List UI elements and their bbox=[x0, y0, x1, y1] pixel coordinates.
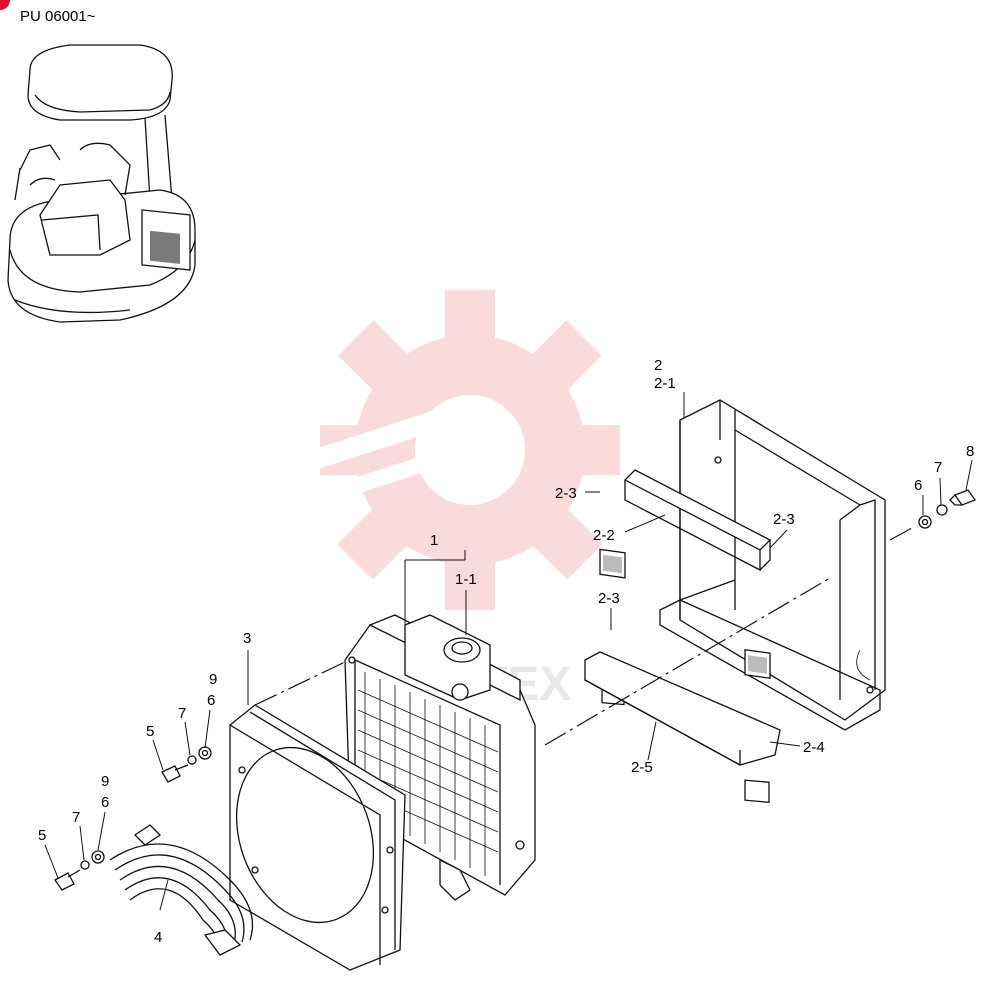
serial-range-label: PU 06001~ bbox=[20, 8, 96, 25]
radiator-support-frame bbox=[659, 399, 886, 731]
hardware-left bbox=[54, 746, 212, 891]
callout-9b: 9 bbox=[101, 773, 109, 790]
callout-2-5: 2-5 bbox=[631, 759, 653, 776]
callout-2: 2 bbox=[654, 357, 662, 374]
assembly-center-lines bbox=[254, 527, 913, 746]
callout-9a: 9 bbox=[209, 671, 217, 688]
callout-2-4: 2-4 bbox=[803, 739, 825, 756]
callout-6a: 6 bbox=[207, 692, 215, 709]
callout-2-1: 2-1 bbox=[654, 375, 676, 392]
callout-5a: 5 bbox=[146, 723, 154, 740]
machine-inset-view bbox=[7, 44, 196, 323]
corner-marker bbox=[0, 0, 10, 10]
callout-6b: 6 bbox=[101, 794, 109, 811]
callout-2-3c: 2-3 bbox=[598, 590, 620, 607]
callout-2-3a: 2-3 bbox=[555, 485, 577, 502]
callout-1: 1 bbox=[430, 532, 438, 549]
callout-2-2: 2-2 bbox=[593, 527, 615, 544]
watermark-gear-icon bbox=[295, 290, 620, 610]
callout-6c: 6 bbox=[914, 477, 922, 494]
callout-7a: 7 bbox=[178, 705, 186, 722]
radiator-core-fins bbox=[357, 672, 499, 876]
callout-2-3b: 2-3 bbox=[773, 511, 795, 528]
leader-lines bbox=[44, 392, 973, 911]
bottom-plate-part bbox=[584, 651, 781, 766]
radiator-assembly bbox=[344, 614, 536, 901]
callout-7c: 7 bbox=[934, 459, 942, 476]
callout-3: 3 bbox=[243, 630, 251, 647]
hardware-right bbox=[918, 489, 977, 529]
callout-5b: 5 bbox=[38, 827, 46, 844]
callout-1-1: 1-1 bbox=[455, 571, 477, 588]
fan-guard-part bbox=[109, 824, 254, 956]
callout-8: 8 bbox=[966, 443, 974, 460]
cross-bar-part bbox=[623, 469, 772, 572]
callout-7b: 7 bbox=[72, 809, 80, 826]
part-callouts: 2 2-1 2-3 2-2 2-3 2-3 2-4 2-5 1 1-1 3 4 … bbox=[38, 357, 974, 946]
callout-4: 4 bbox=[154, 929, 162, 946]
